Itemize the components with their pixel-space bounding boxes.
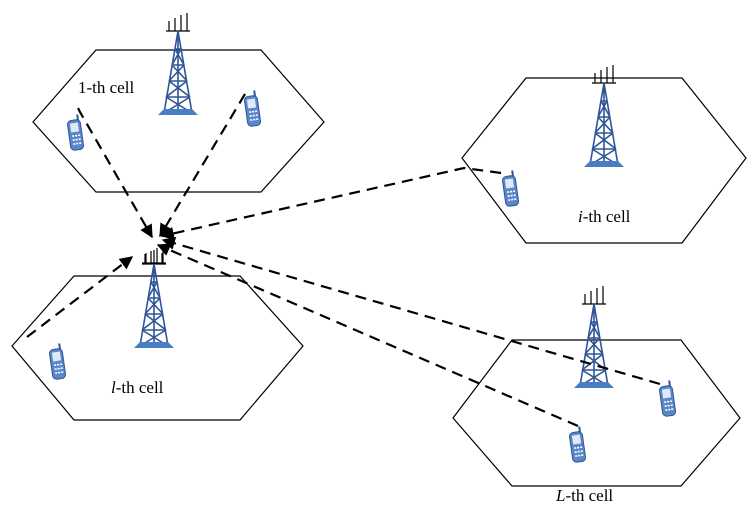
cell-l-label: l-th cell xyxy=(111,378,164,397)
link-cell-L-lower xyxy=(156,243,579,428)
receiver-antenna-icon xyxy=(142,250,166,264)
link-cell1-left xyxy=(77,107,153,239)
link-cell-i xyxy=(160,166,502,240)
link-cell-l xyxy=(26,256,134,338)
cell-L-label: L-th cell xyxy=(556,486,614,505)
cell-1-label: 1-th cell xyxy=(78,78,135,97)
cell-i-label: i-th cell xyxy=(578,207,631,226)
link-cell1-right xyxy=(159,93,246,238)
link-cell-L-upper xyxy=(161,236,661,386)
